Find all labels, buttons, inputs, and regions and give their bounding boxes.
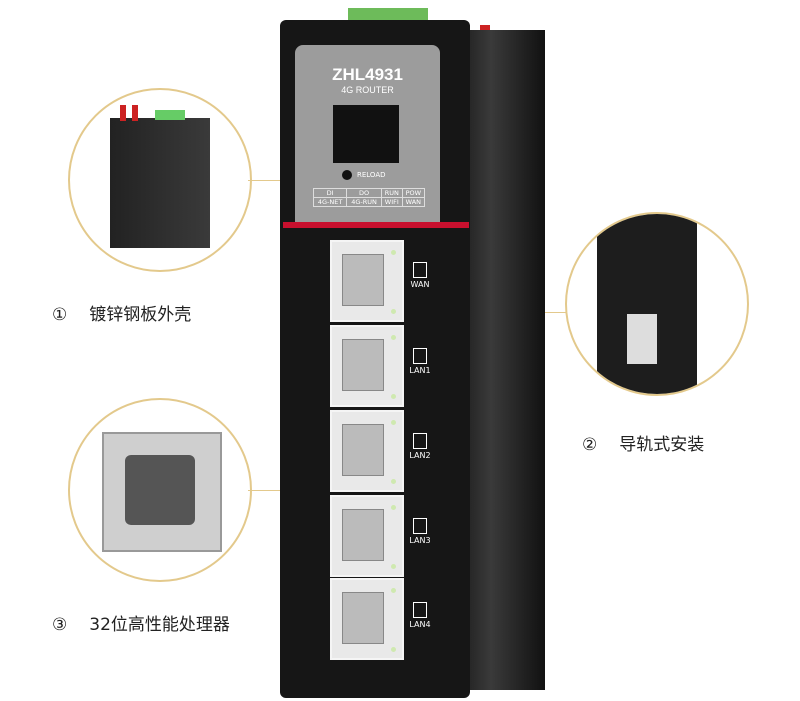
model-subtitle: 4G ROUTER	[341, 85, 394, 95]
ethernet-icon	[413, 433, 427, 449]
ethernet-port-lan4[interactable]	[330, 578, 404, 660]
port-label-wan: WAN	[406, 262, 434, 289]
connector-line	[248, 180, 280, 181]
feature-image-din-rail	[565, 212, 749, 396]
device-side	[455, 30, 545, 690]
reload-button[interactable]	[342, 170, 352, 180]
port-label-lan4: LAN4	[406, 602, 434, 629]
port-label-lan3: LAN3	[406, 518, 434, 545]
port-label-lan2: LAN2	[406, 433, 434, 460]
ethernet-port-lan2[interactable]	[330, 410, 404, 492]
feature-image-processor	[68, 398, 252, 582]
sim-slot[interactable]	[333, 105, 399, 163]
ethernet-port-lan1[interactable]	[330, 325, 404, 407]
reload-label: RELOAD	[357, 171, 386, 179]
ethernet-icon	[413, 262, 427, 278]
ethernet-port-wan[interactable]	[330, 240, 404, 322]
feature-image-housing	[68, 88, 252, 272]
ethernet-port-lan3[interactable]	[330, 495, 404, 577]
model-name: ZHL4931	[332, 65, 403, 84]
port-label-lan1: LAN1	[406, 348, 434, 375]
connector-line	[545, 312, 567, 313]
ethernet-icon	[413, 348, 427, 364]
ethernet-icon	[413, 602, 427, 618]
accent-stripe	[283, 222, 469, 228]
terminal-block	[348, 8, 428, 22]
connector-line	[248, 490, 280, 491]
ethernet-icon	[413, 518, 427, 534]
